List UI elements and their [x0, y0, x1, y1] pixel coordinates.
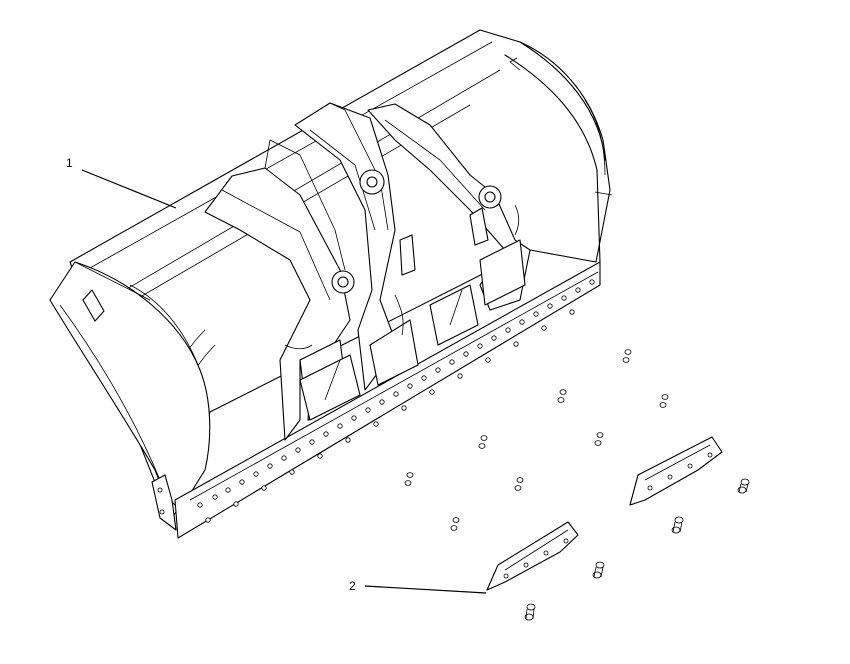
- nut: [594, 432, 604, 446]
- nut: [404, 472, 414, 486]
- nut: [450, 517, 460, 531]
- left-side-plate: [49, 261, 211, 511]
- nut: [557, 389, 567, 403]
- leader-line-1: [81, 169, 177, 209]
- leader-line-2: [364, 585, 487, 594]
- wear-strip-upper: [629, 436, 723, 506]
- cutting-edge: [174, 261, 601, 539]
- bolt: [592, 561, 605, 579]
- nut: [478, 435, 488, 449]
- mounting-bracket-center: [294, 102, 419, 391]
- wear-strip-lower: [486, 521, 579, 591]
- callout-2: 2: [349, 579, 487, 594]
- nut: [622, 349, 632, 363]
- bolt: [737, 478, 750, 494]
- callout-label-2: 2: [349, 579, 356, 593]
- bracket-base-plate: [429, 284, 479, 346]
- mounting-bracket-right: [367, 103, 531, 311]
- nut: [514, 477, 524, 491]
- callout-label-1: 1: [66, 156, 73, 170]
- bolt: [671, 516, 684, 534]
- cutting-edge-holes: [197, 279, 595, 523]
- nut: [659, 394, 669, 408]
- bolt: [524, 603, 536, 621]
- bucket: [49, 29, 613, 539]
- side-plate-window: [82, 289, 105, 322]
- fastener-group: [404, 349, 750, 621]
- callout-1: 1: [66, 156, 177, 209]
